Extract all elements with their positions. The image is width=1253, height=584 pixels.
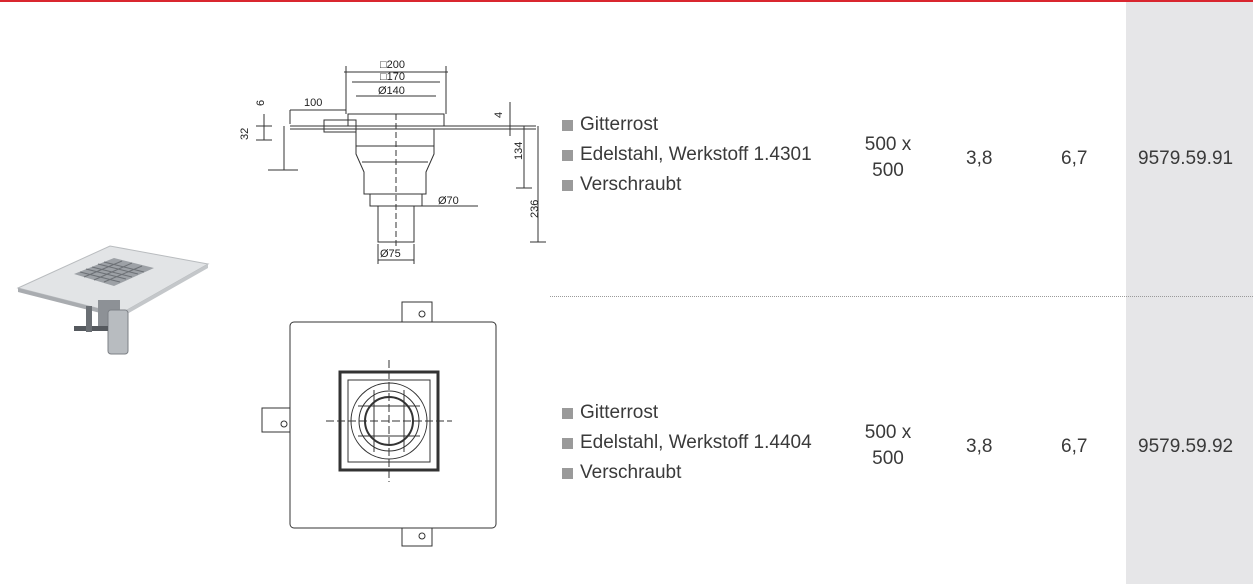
- feature-list: Gitterrost Edelstahl, Werkstoff 1.4301 V…: [562, 110, 812, 200]
- article-number: 9579.59.91: [1138, 148, 1234, 169]
- dim-label-bore: Ø140: [378, 85, 405, 97]
- side-view-drawing: □200 □170 Ø140 100 6 32 4 134 236 Ø70 Ø7…: [239, 59, 546, 264]
- bullet-square-icon: [562, 467, 573, 479]
- value-b-cell: 6,7: [1061, 148, 1088, 169]
- dimension-cell: 500 x 500: [864, 422, 912, 469]
- dim-label-thick4: 4: [493, 112, 505, 118]
- bullet-square-icon: [562, 149, 573, 161]
- dim-label-h236: 236: [529, 200, 541, 218]
- feature-list: Gitterrost Edelstahl, Werkstoff 1.4404 V…: [562, 398, 812, 488]
- top-view-drawing: [261, 301, 497, 547]
- article-column-highlight: [1126, 2, 1253, 584]
- value-b-cell: 6,7: [1061, 436, 1088, 457]
- product-photo: [16, 245, 210, 355]
- bullet-square-icon: [562, 179, 573, 191]
- dim-label-thick6: 6: [255, 100, 267, 106]
- dim-label-outlet75: Ø75: [380, 248, 401, 260]
- row-divider: [550, 296, 1253, 297]
- dim-label-flange: 100: [304, 97, 322, 109]
- list-item: Gitterrost: [562, 398, 812, 428]
- article-number: 9579.59.92: [1138, 436, 1234, 457]
- list-item: Edelstahl, Werkstoff 1.4404: [562, 428, 812, 458]
- top-accent-rule: [0, 0, 1253, 2]
- bullet-square-icon: [562, 437, 573, 449]
- value-a-cell: 3,8: [966, 148, 993, 169]
- dim-label-outer: □200: [380, 59, 405, 71]
- dimension-cell: 500 x 500: [864, 134, 912, 181]
- list-item: Edelstahl, Werkstoff 1.4301: [562, 140, 812, 170]
- dim-label-height32: 32: [239, 128, 251, 140]
- bullet-square-icon: [562, 407, 573, 419]
- value-a-cell: 3,8: [966, 436, 993, 457]
- list-item: Verschraubt: [562, 170, 812, 200]
- dim-label-inner: □170: [380, 71, 405, 83]
- dim-label-h134: 134: [513, 142, 525, 160]
- list-item: Gitterrost: [562, 110, 812, 140]
- dim-label-outlet70: Ø70: [438, 195, 459, 207]
- bullet-square-icon: [562, 119, 573, 131]
- list-item: Verschraubt: [562, 458, 812, 488]
